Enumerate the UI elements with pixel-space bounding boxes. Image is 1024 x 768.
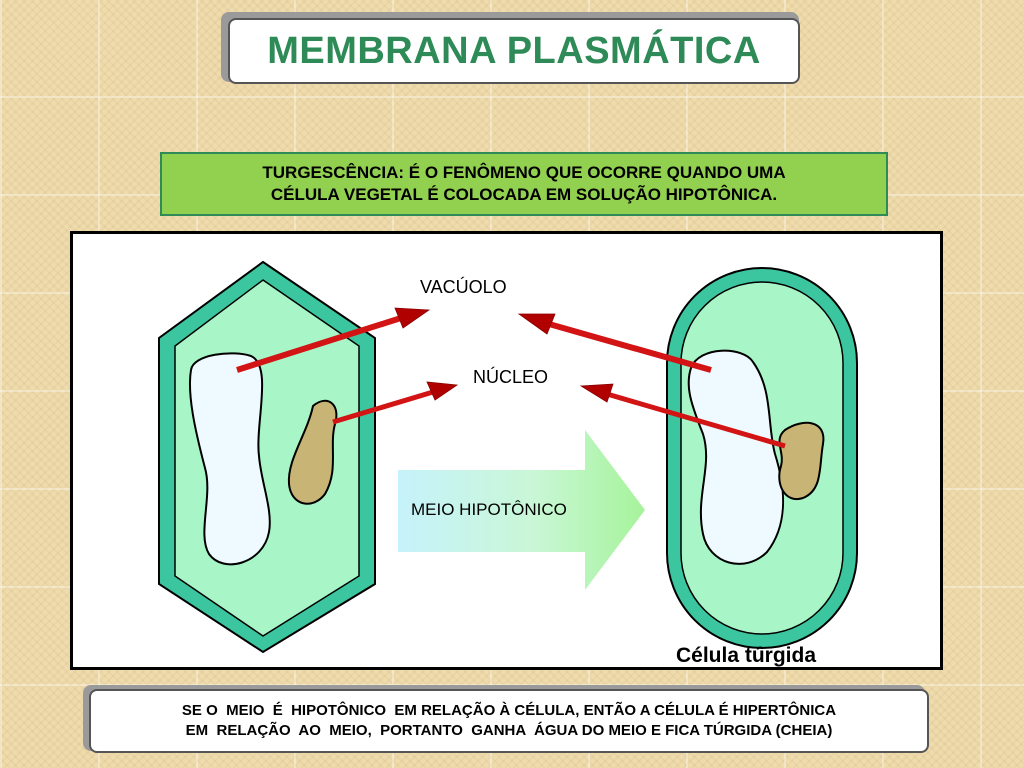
turgid-nucleus bbox=[778, 421, 825, 501]
definition-line-1: TURGESCÊNCIA: É O FENÔMENO QUE OCORRE QU… bbox=[262, 163, 786, 182]
definition-box: TURGESCÊNCIA: É O FENÔMENO QUE OCORRE QU… bbox=[160, 152, 888, 216]
turgid-cell-label: Célula túrgida bbox=[676, 644, 817, 667]
vacuole bbox=[188, 352, 271, 566]
turgid-vacuole bbox=[687, 349, 785, 565]
vacuole-pointer-right bbox=[517, 313, 712, 373]
vacuole-pointer-left bbox=[236, 307, 431, 373]
nucleus bbox=[287, 399, 338, 505]
pointer-arrows bbox=[236, 307, 786, 449]
page-title: MEMBRANA PLASMÁTICA bbox=[267, 29, 761, 72]
conclusion-box: SE O MEIO É HIPOTÔNICO EM RELAÇÃO À CÉLU… bbox=[89, 689, 929, 753]
nucleus-label: NÚCLEO bbox=[473, 367, 549, 387]
conclusion-text: SE O MEIO É HIPOTÔNICO EM RELAÇÃO À CÉLU… bbox=[182, 701, 836, 741]
conclusion-line-2: EM RELAÇÃO AO MEIO, PORTANTO GANHA ÁGUA … bbox=[185, 722, 833, 739]
nucleus-pointer-left bbox=[332, 381, 459, 425]
diagram-canvas bbox=[158, 260, 858, 654]
hypotonic-medium-arrow bbox=[398, 430, 645, 590]
conclusion-line-1: SE O MEIO É HIPOTÔNICO EM RELAÇÃO À CÉLU… bbox=[181, 702, 837, 719]
title-box: MEMBRANA PLASMÁTICA bbox=[228, 18, 800, 84]
turgescence-diagram: VACÚOLO NÚCLEO MEIO HIPOTÔNICO Célula tú… bbox=[70, 231, 943, 670]
definition-text: TURGESCÊNCIA: É O FENÔMENO QUE OCORRE QU… bbox=[262, 162, 785, 206]
vacuole-label: VACÚOLO bbox=[420, 277, 507, 297]
normal-cell bbox=[158, 260, 376, 654]
nucleus-pointer-right bbox=[579, 383, 786, 449]
definition-line-2: CÉLULA VEGETAL É COLOCADA EM SOLUÇÃO HIP… bbox=[270, 185, 778, 204]
turgid-cell bbox=[666, 267, 858, 649]
hypotonic-medium-label: MEIO HIPOTÔNICO bbox=[411, 500, 567, 519]
